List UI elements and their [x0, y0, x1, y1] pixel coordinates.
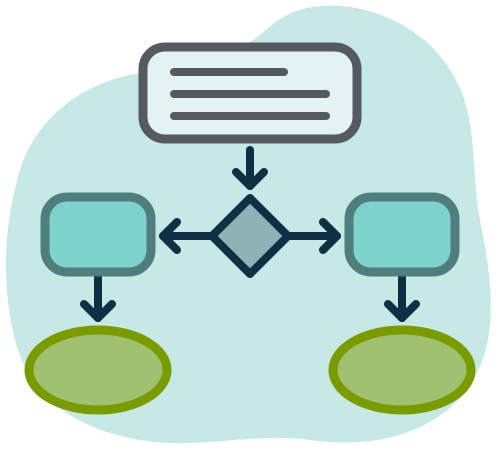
arrowhead-down-right	[384, 300, 420, 322]
arrowhead-left	[159, 218, 181, 254]
terminal-left-node	[24, 325, 172, 415]
process-right-node	[344, 192, 460, 277]
arrowhead-down-top	[232, 168, 268, 190]
arrowhead-right	[319, 218, 341, 254]
terminal-right-node	[328, 325, 476, 415]
arrows	[80, 146, 420, 322]
arrowhead-down-left	[80, 300, 116, 322]
document-node	[138, 42, 362, 144]
process-left-node	[40, 192, 156, 277]
decision-diamond	[208, 194, 292, 278]
